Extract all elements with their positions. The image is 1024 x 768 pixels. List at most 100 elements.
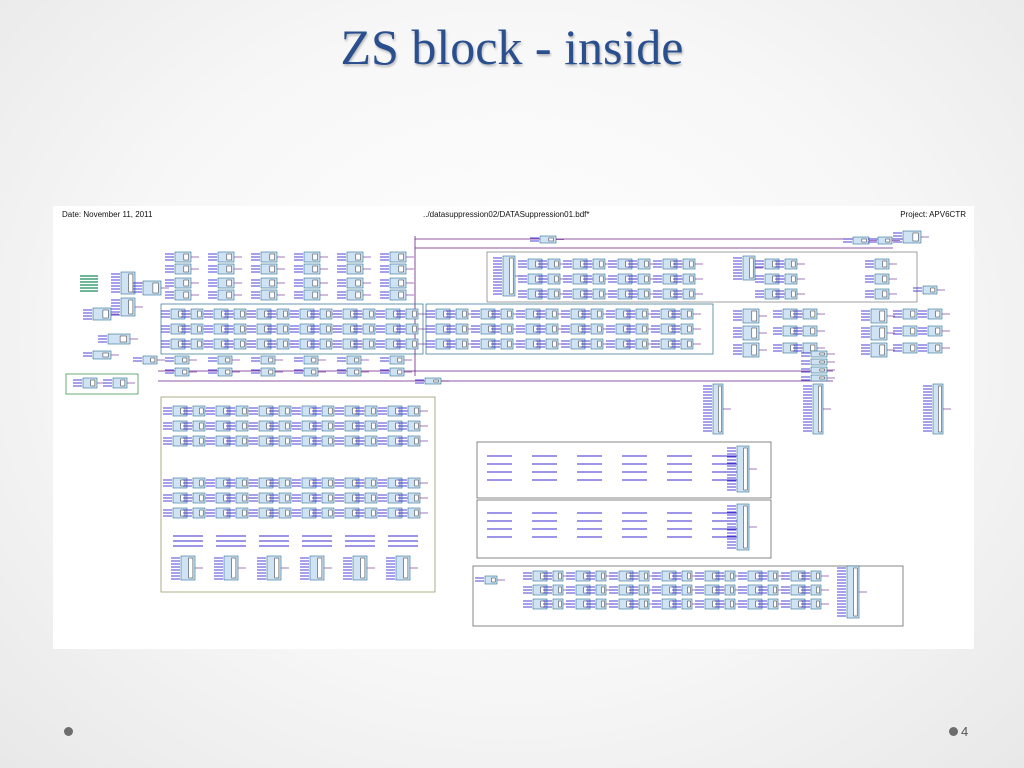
register-block [773, 572, 777, 580]
register-block [414, 479, 419, 487]
register-block [507, 325, 512, 333]
register-block [312, 291, 318, 299]
register-block [328, 479, 333, 487]
register-block [642, 340, 647, 348]
register-block [597, 325, 602, 333]
register-block [879, 310, 885, 322]
register-block [285, 437, 290, 445]
register-block [882, 290, 888, 298]
register-block [355, 253, 361, 261]
register-block [910, 310, 916, 318]
register-block [773, 600, 777, 608]
register-block [644, 260, 649, 268]
register-block [548, 237, 554, 242]
group-frame [160, 396, 436, 593]
register-block [414, 437, 419, 445]
register-block [371, 494, 376, 502]
register-block [119, 335, 127, 343]
schematic-project: Project: APV6CTR [900, 210, 966, 219]
register-block [414, 509, 419, 517]
register-block [199, 479, 204, 487]
register-block [398, 265, 404, 273]
register-block [369, 325, 374, 333]
register-block [558, 586, 562, 594]
register-block [491, 577, 496, 583]
register-block [935, 327, 941, 335]
register-block [730, 586, 734, 594]
register-block [412, 340, 417, 348]
register-block [242, 422, 247, 430]
register-block [730, 600, 734, 608]
register-block [743, 505, 748, 549]
register-block [371, 437, 376, 445]
register-block [311, 357, 317, 363]
register-block [414, 494, 419, 502]
register-block [910, 327, 916, 335]
register-block [371, 422, 376, 430]
register-block [283, 310, 288, 318]
register-block [644, 600, 648, 608]
register-block [197, 310, 202, 318]
register-block [312, 265, 318, 273]
register-block [328, 422, 333, 430]
register-block [312, 279, 318, 287]
register-block [816, 600, 820, 608]
register-block [328, 437, 333, 445]
register-block [269, 253, 275, 261]
register-block [791, 260, 796, 268]
register-block [371, 509, 376, 517]
register-block [199, 407, 204, 415]
register-block [197, 325, 202, 333]
register-block [242, 494, 247, 502]
register-block [240, 340, 245, 348]
register-block [689, 275, 694, 283]
register-block [231, 557, 237, 579]
register-block [226, 291, 232, 299]
register-block [644, 586, 648, 594]
register-block [507, 310, 512, 318]
register-block [599, 275, 604, 283]
register-block [269, 265, 275, 273]
register-block [371, 407, 376, 415]
register-block [773, 586, 777, 594]
register-block [355, 265, 361, 273]
register-block [183, 253, 189, 261]
register-block [182, 357, 188, 363]
register-block [935, 344, 941, 352]
register-block [599, 290, 604, 298]
register-block [644, 572, 648, 580]
register-block [199, 422, 204, 430]
register-block [818, 385, 822, 433]
group-frame [486, 251, 918, 303]
register-block [810, 310, 816, 318]
register-block [597, 340, 602, 348]
register-block [120, 379, 126, 387]
register-block [128, 273, 134, 293]
register-block [599, 260, 604, 268]
register-block [326, 325, 331, 333]
register-block [412, 310, 417, 318]
register-block [819, 376, 825, 380]
register-block [398, 291, 404, 299]
schematic-file-path: ../datasuppression02/DATASuppression01.b… [423, 210, 590, 219]
register-block [398, 253, 404, 261]
register-block [369, 310, 374, 318]
register-block [311, 369, 317, 375]
register-block [554, 290, 559, 298]
register-block [102, 309, 109, 319]
slide-title: ZS block - inside [340, 19, 684, 75]
register-block [938, 385, 942, 433]
register-block [242, 407, 247, 415]
register-block [355, 279, 361, 287]
register-block [689, 290, 694, 298]
register-block [268, 369, 274, 375]
register-block [558, 600, 562, 608]
register-block [128, 299, 134, 315]
register-block [398, 279, 404, 287]
register-block [879, 344, 885, 356]
register-block [226, 253, 232, 261]
register-block [689, 260, 694, 268]
register-block [188, 557, 194, 579]
register-block [182, 369, 188, 375]
register-block [355, 291, 361, 299]
